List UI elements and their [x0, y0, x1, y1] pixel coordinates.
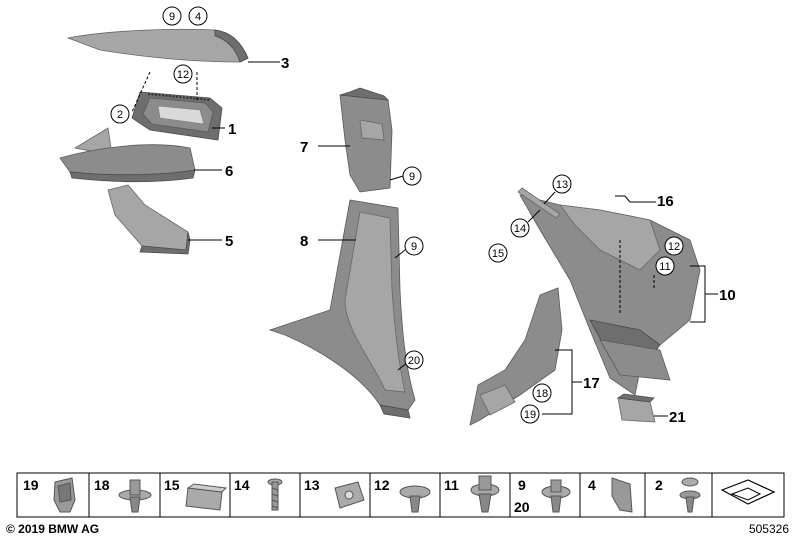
callout-9-low: 9	[411, 241, 417, 253]
circle-20	[404, 350, 424, 370]
view-arrow-icon	[720, 479, 776, 505]
circle-4-top	[188, 6, 208, 26]
strip-label-4: 4	[588, 477, 596, 493]
callout-4-top: 4	[195, 11, 201, 23]
callout-16: 16	[657, 193, 674, 210]
clip-12-icon	[399, 485, 431, 513]
strip-label-12: 12	[374, 477, 390, 493]
nut-13-icon	[334, 481, 365, 509]
callout-18: 18	[536, 388, 548, 400]
callout-13: 13	[556, 179, 568, 191]
callout-3: 3	[281, 55, 289, 72]
parts-strip: 19 18 15 14 13 12 11 9 20 4 2	[16, 472, 785, 518]
circle-14	[510, 218, 530, 238]
circle-2	[110, 104, 130, 124]
circle-12-top	[173, 64, 193, 84]
circle-11	[655, 256, 675, 276]
callout-17: 17	[583, 375, 600, 392]
part-5-bracket	[107, 184, 191, 255]
screw-14-icon	[267, 478, 283, 511]
callout-2: 2	[117, 109, 123, 121]
part-8-pillar-lower	[268, 199, 416, 419]
circle-15	[488, 243, 508, 263]
circle-9-mid	[402, 166, 422, 186]
circle-13	[552, 174, 572, 194]
callout-9-mid: 9	[409, 171, 415, 183]
callout-20: 20	[408, 355, 420, 367]
rivet-2-icon	[679, 477, 701, 513]
part-7-pillar-upper	[339, 87, 393, 193]
strip-label-15: 15	[164, 477, 180, 493]
part-21-cap	[616, 393, 656, 423]
callout-1: 1	[228, 121, 236, 138]
clip-19-icon	[53, 477, 76, 513]
circle-19	[520, 404, 540, 424]
clip-9-icon	[541, 479, 571, 513]
part-17-pillar	[469, 287, 563, 426]
copyright-text: © 2019 BMW AG	[6, 522, 100, 536]
callout-7: 7	[300, 139, 308, 156]
clip-11-icon	[470, 475, 500, 513]
part-3-trim	[66, 28, 249, 63]
strip-label-19: 19	[23, 477, 39, 493]
callout-11: 11	[659, 261, 670, 273]
circle-9-low	[404, 236, 424, 256]
circle-12-right	[664, 236, 684, 256]
part-10-rear-trim	[519, 194, 701, 396]
bracket-4-icon	[611, 477, 633, 513]
callout-14: 14	[514, 223, 526, 235]
callout-9-top: 9	[169, 11, 175, 23]
callout-12-top: 12	[177, 69, 189, 81]
clip-18-icon	[118, 479, 152, 513]
strip-label-9: 9	[518, 477, 526, 493]
callout-12-right: 12	[668, 241, 680, 253]
circle-9-top	[162, 6, 182, 26]
callout-6: 6	[225, 163, 233, 180]
callout-8: 8	[300, 233, 308, 250]
strip-label-20: 20	[514, 499, 530, 515]
part-1-bracket	[131, 91, 223, 141]
part-6-panel	[59, 127, 196, 183]
callout-15: 15	[492, 248, 504, 260]
dash-2	[131, 71, 151, 113]
strip-label-2: 2	[655, 477, 663, 493]
image-id: 505326	[748, 522, 789, 536]
part-14-stalk	[517, 187, 561, 219]
callout-19: 19	[524, 409, 536, 421]
strip-label-11: 11	[444, 477, 459, 493]
callout-5: 5	[225, 233, 233, 250]
strip-label-18: 18	[94, 477, 110, 493]
callout-10: 10	[719, 287, 736, 304]
callout-21: 21	[669, 409, 686, 426]
circle-18	[532, 383, 552, 403]
strip-label-14: 14	[234, 477, 250, 493]
strip-label-13: 13	[304, 477, 320, 493]
plate-15-icon	[185, 483, 228, 511]
